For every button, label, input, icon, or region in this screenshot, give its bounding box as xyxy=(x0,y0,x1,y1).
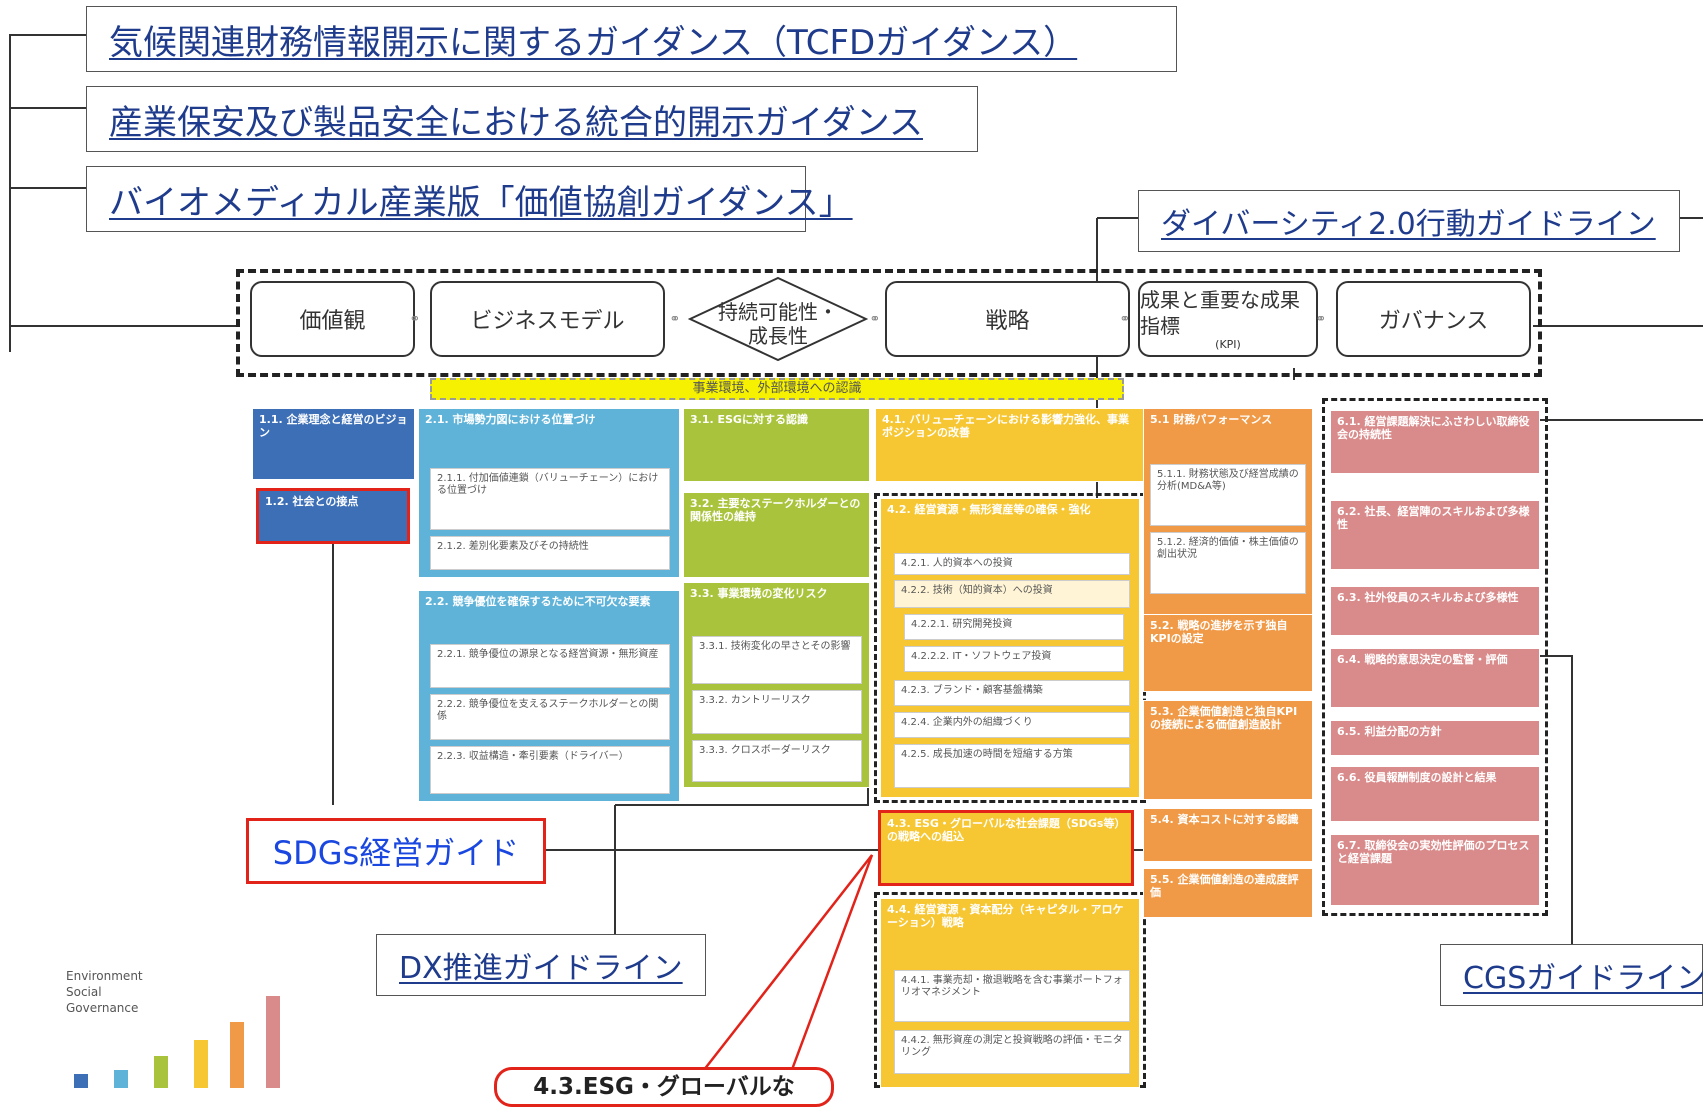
item-6-2: 6.2. 社長、経営陣のスキルおよび多様性 xyxy=(1330,500,1540,570)
diversity-guideline-link[interactable]: ダイバーシティ2.0行動ガイドライン xyxy=(1138,190,1680,252)
industrial-safety-guidance-link[interactable]: 産業保安及び製品安全における統合的開示ガイダンス xyxy=(86,86,978,152)
item-6-4: 6.4. 戦略的意思決定の監督・評価 xyxy=(1330,648,1540,708)
strategy-pill: 戦略 xyxy=(885,281,1130,357)
item-4-2-5: 4.2.5. 成長加速の時間を短縮する方策 xyxy=(894,744,1130,788)
item-6-7: 6.7. 取締役会の実効性評価のプロセスと経営課題 xyxy=(1330,834,1540,906)
esg-bar xyxy=(194,1040,208,1088)
esg-environment-label: Environment xyxy=(66,969,143,983)
item-4-4-2: 4.4.2. 無形資産の測定と投資戦略の評価・モニタリング xyxy=(894,1030,1130,1074)
item-3-1: 3.1. ESGに対する認識 xyxy=(683,408,870,482)
item-2-2-2: 2.2.2. 競争優位を支えるステークホルダーとの関係 xyxy=(430,694,670,740)
item-5-1-1: 5.1.1. 財務状態及び経営成績の分析(MD&A等) xyxy=(1150,464,1306,526)
results-kpi-pill: 成果と重要な成果指標 (KPI) xyxy=(1138,281,1318,357)
item-4-2-2-2: 4.2.2.2. IT・ソフトウェア投資 xyxy=(904,646,1124,672)
item-5-2: 5.2. 戦略の進捗を示す独自KPIの設定 xyxy=(1143,614,1313,692)
esg-bar xyxy=(114,1070,128,1088)
sdgs-guide-link[interactable]: SDGs経営ガイド xyxy=(246,818,546,884)
item-6-6: 6.6. 役員報酬制度の設計と結果 xyxy=(1330,766,1540,822)
item-4-4-1: 4.4.1. 事業売却・撤退戦略を含む事業ポートフォリオマネジメント xyxy=(894,970,1130,1022)
item-5-1-2: 5.1.2. 経済的価値・株主価値の創出状況 xyxy=(1150,532,1306,594)
item-3-3-3: 3.3.3. クロスボーダーリスク xyxy=(692,740,862,782)
item-6-1: 6.1. 経営課題解決にふさわしい取締役会の持続性 xyxy=(1330,410,1540,474)
item-4-2-2: 4.2.2. 技術（知的資本）への投資 xyxy=(894,580,1130,608)
chain-link-icon: ⚭ xyxy=(1315,312,1327,327)
framework-container xyxy=(236,269,1542,377)
item-1-2: 1.2. 社会との接点 xyxy=(256,488,410,544)
item-2-1-1: 2.1.1. 付加価値連鎖（バリューチェーン）における位置づけ xyxy=(430,468,670,530)
item-5-4: 5.4. 資本コストに対する認識 xyxy=(1143,808,1313,862)
item-4-2-1: 4.2.1. 人的資本への投資 xyxy=(894,553,1130,575)
item-2-2-1: 2.2.1. 競争優位の源泉となる経営資源・無形資産 xyxy=(430,644,670,688)
item-3-3-2: 3.3.2. カントリーリスク xyxy=(692,690,862,734)
item-5-5: 5.5. 企業価値創造の達成度評価 xyxy=(1143,868,1313,918)
esg-bar xyxy=(230,1022,244,1088)
dx-guideline-link[interactable]: DX推進ガイドライン xyxy=(376,934,706,996)
chain-link-icon: ⚭ xyxy=(409,312,421,327)
tcfd-guidance-link[interactable]: 気候関連財務情報開示に関するガイダンス（TCFDガイダンス） xyxy=(86,6,1177,72)
governance-pill: ガバナンス xyxy=(1336,281,1531,357)
item-3-3-1: 3.3.1. 技術変化の早さとその影響 xyxy=(692,636,862,684)
esg-callout: 4.3.ESG・グローバルな xyxy=(494,1067,834,1107)
item-4-2-2-1: 4.2.2.1. 研究開発投資 xyxy=(904,614,1124,640)
item-1-1: 1.1. 企業理念と経営のビジョン xyxy=(252,408,415,480)
kpi-sublabel: (KPI) xyxy=(1215,338,1241,351)
cgs-guideline-link[interactable]: CGSガイドライン xyxy=(1440,944,1703,1006)
item-5-3: 5.3. 企業価値創造と独自KPIの接続による価値創造設計 xyxy=(1143,700,1313,800)
esg-bar xyxy=(74,1074,88,1088)
chain-link-icon: ⚭ xyxy=(869,312,881,327)
esg-legend: Environment Social Governance xyxy=(66,968,143,1016)
item-4-2-4: 4.2.4. 企業内外の組織づくり xyxy=(894,712,1130,738)
item-2-2-3: 2.2.3. 収益構造・牽引要素（ドライバー） xyxy=(430,746,670,794)
results-kpi-label: 成果と重要な成果指標 xyxy=(1140,288,1300,338)
chain-link-icon: ⚭ xyxy=(669,312,681,327)
item-3-2: 3.2. 主要なステークホルダーとの関係性の維持 xyxy=(683,492,870,578)
esg-governance-label: Governance xyxy=(66,1001,139,1015)
item-4-2-3: 4.2.3. ブランド・顧客基盤構築 xyxy=(894,680,1130,706)
esg-bar xyxy=(266,996,280,1088)
item-6-5: 6.5. 利益分配の方針 xyxy=(1330,720,1540,756)
item-2-1-2: 2.1.2. 差別化要素及びその持続性 xyxy=(430,536,670,570)
esg-bar xyxy=(154,1056,168,1088)
sustainability-label: 持続可能性・成長性 xyxy=(718,300,838,348)
item-4-1: 4.1. バリューチェーンにおける影響力強化、事業ポジションの改善 xyxy=(875,408,1145,482)
business-model-pill: ビジネスモデル xyxy=(430,281,665,357)
esg-bars-graphic xyxy=(70,968,290,1088)
governance-frame xyxy=(1322,398,1548,916)
item-6-3: 6.3. 社外役員のスキルおよび多様性 xyxy=(1330,586,1540,636)
item-4-3: 4.3. ESG・グローバルな社会課題（SDGs等）の戦略への組込 xyxy=(878,810,1134,886)
values-pill: 価値観 xyxy=(250,281,415,357)
chain-link-icon: ⚭ xyxy=(1119,312,1131,327)
environment-banner: 事業環境、外部環境への認識 xyxy=(430,378,1124,400)
sustainability-diamond xyxy=(688,276,868,362)
esg-social-label: Social xyxy=(66,985,102,999)
bio-guidance-link[interactable]: バイオメディカル産業版「価値協創ガイダンス」 xyxy=(86,166,853,232)
